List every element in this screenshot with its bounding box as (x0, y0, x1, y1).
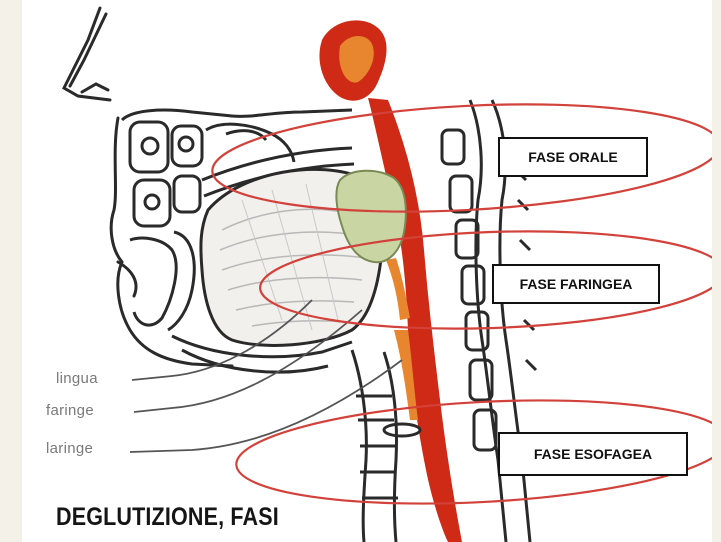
label-faringe: faringe (46, 402, 94, 419)
diagram-title: DEGLUTIZIONE, FASI (56, 503, 279, 532)
nasopharynx-shape (319, 20, 386, 100)
diagram-canvas: lingua faringe laringe FASE ORALE FASE F… (22, 0, 712, 542)
phase-box-pharyngeal: FASE FARINGEA (492, 264, 660, 304)
label-lingua: lingua (56, 370, 98, 387)
label-laringe: laringe (46, 440, 93, 457)
phase-box-oral: FASE ORALE (498, 137, 648, 177)
face-profile-outline (64, 8, 232, 366)
phase-box-esophageal: FASE ESOFAGEA (498, 432, 688, 476)
